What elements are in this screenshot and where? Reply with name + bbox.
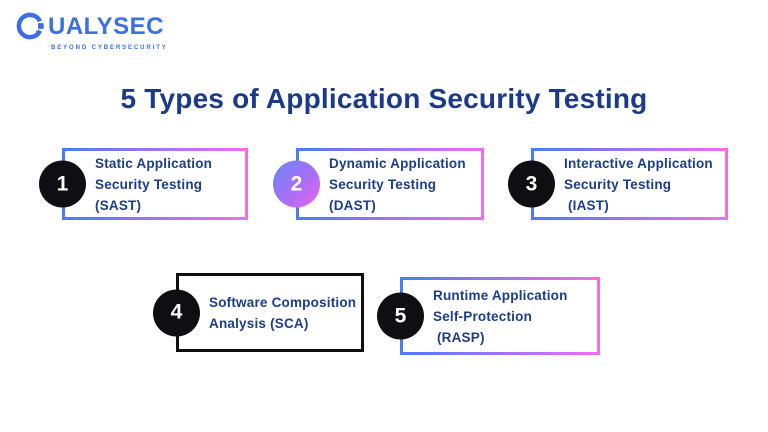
card-line: Interactive Application: [564, 155, 713, 171]
card-rasp: 5 Runtime Application Self-Protection (R…: [377, 277, 600, 355]
logo-brand-text: UALYSEC: [48, 13, 164, 40]
card-sast: 1 Static Application Security Testing (S…: [39, 148, 248, 220]
number-badge-2: 2: [273, 160, 320, 208]
card-line: (SAST): [95, 197, 142, 213]
number-badge-5: 5: [377, 292, 424, 340]
card-sast-text: Static Application Security Testing (SAS…: [65, 151, 245, 217]
card-iast-text: Interactive Application Security Testing…: [534, 151, 725, 217]
card-line: (DAST): [329, 197, 376, 213]
card-line: Self-Protection: [433, 308, 533, 324]
page-title: 5 Types of Application Security Testing: [120, 83, 648, 114]
card-dast-text: Dynamic Application Security Testing (DA…: [299, 151, 481, 217]
number-badge-1: 1: [39, 160, 86, 208]
card-line: Security Testing: [329, 176, 437, 192]
card-dast: 2 Dynamic Application Security Testing (…: [273, 148, 484, 220]
card-sca: 4 Software Composition Analysis (SCA): [153, 273, 364, 352]
card-line: Dynamic Application: [329, 155, 466, 171]
card-line: Static Application: [95, 155, 213, 171]
card-line: Runtime Application: [433, 287, 568, 303]
card-line: Software Composition: [209, 294, 357, 310]
card-line: (RASP): [433, 329, 485, 345]
card-line: Security Testing: [564, 176, 672, 192]
logo-tagline: BEYOND CYBERSECURITY: [51, 45, 168, 51]
card-rasp-text: Runtime Application Self-Protection (RAS…: [403, 280, 597, 352]
card-line: Analysis (SCA): [209, 315, 309, 331]
card-line: Security Testing: [95, 176, 203, 192]
logo-row: UALYSEC: [14, 10, 184, 42]
qualysec-logo: UALYSEC BEYOND CYBERSECURITY: [14, 10, 184, 51]
number-badge-4: 4: [153, 289, 200, 336]
number-badge-3: 3: [508, 160, 555, 208]
card-iast: 3 Interactive Application Security Testi…: [508, 148, 728, 220]
qualysec-q-icon: [16, 12, 44, 40]
card-sca-text: Software Composition Analysis (SCA): [179, 276, 361, 349]
card-line: (IAST): [564, 197, 609, 213]
